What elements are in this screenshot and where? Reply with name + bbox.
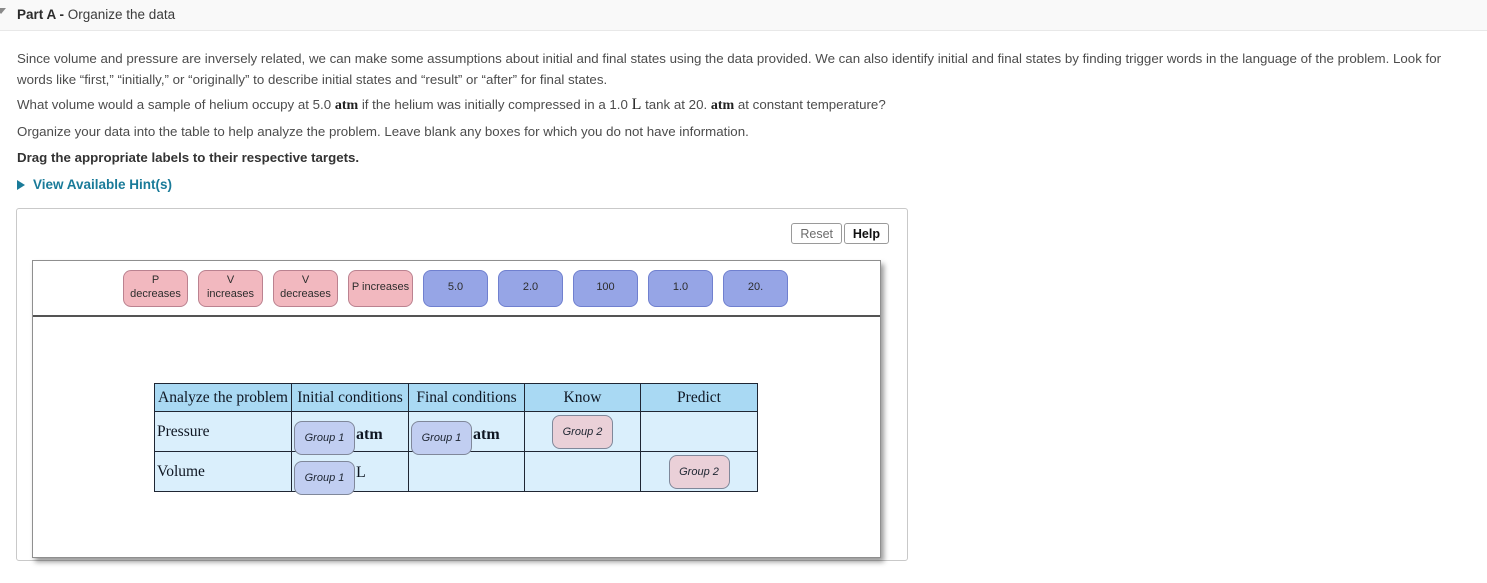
reset-button[interactable]: Reset: [791, 223, 842, 244]
cell-volume-know: [524, 451, 641, 492]
part-title-text: Organize the data: [67, 7, 176, 22]
view-hints-link[interactable]: View Available Hint(s): [17, 177, 172, 192]
label-line: 2.0: [522, 281, 539, 294]
drag-label-p-increases[interactable]: P increases: [348, 269, 413, 307]
question-seg: if the helium was initially compressed i…: [358, 97, 632, 112]
drop-target-group1[interactable]: Group 1: [294, 460, 355, 495]
question-seg: What volume would a sample of helium occ…: [17, 97, 335, 112]
label-line: decreases: [130, 288, 181, 300]
unit-atm: atm: [473, 425, 500, 443]
label-line: 20.: [747, 281, 764, 294]
label-line: increases: [206, 288, 255, 300]
drag-instruction: Drag the appropriate labels to their res…: [17, 150, 360, 165]
page-title: Part A - Organize the data: [17, 7, 175, 22]
drag-label-v-increases[interactable]: V increases: [198, 269, 263, 307]
drag-label-2-0[interactable]: 2.0: [498, 269, 563, 307]
part-label: Part A -: [17, 7, 68, 22]
label-line: decreases: [280, 288, 331, 300]
unit-L: L: [356, 463, 366, 481]
view-hints-label: View Available Hint(s): [33, 177, 173, 192]
drag-label-20[interactable]: 20.: [723, 269, 788, 307]
unit-L: L: [631, 96, 642, 113]
analyze-table: Analyze the problem Initial conditions F…: [154, 383, 758, 495]
label-line: 5.0: [447, 281, 464, 294]
drag-label-v-decreases[interactable]: V decreases: [273, 269, 338, 307]
organize-instruction: Organize your data into the table to hel…: [17, 124, 749, 139]
label-line: P: [151, 274, 160, 287]
label-line: 100: [596, 281, 615, 294]
cell-volume-predict: Group 2: [640, 451, 758, 492]
cell-pressure-know: Group 2: [524, 411, 641, 452]
unit-atm: atm: [356, 425, 383, 443]
label-tray: P decreases V increases V decreases P in…: [33, 261, 880, 317]
label-line: V: [226, 274, 235, 287]
drag-drop-area: P decreases V increases V decreases P in…: [32, 260, 881, 558]
header-final: Final conditions: [408, 383, 525, 412]
cell-pressure-predict: [640, 411, 758, 452]
drop-target-group1[interactable]: Group 1: [411, 420, 472, 455]
part-header-bar: Part A - Organize the data: [0, 0, 1487, 31]
header-initial: Initial conditions: [291, 383, 409, 412]
label-line: P increases: [351, 281, 410, 294]
unit-atm: atm: [334, 98, 359, 113]
header-analyze: Analyze the problem: [154, 383, 292, 412]
collapse-caret-icon[interactable]: [0, 8, 6, 14]
drop-target-group2[interactable]: Group 2: [552, 414, 613, 449]
drag-label-p-decreases[interactable]: P decreases: [123, 269, 188, 307]
header-know: Know: [524, 383, 641, 412]
header-predict: Predict: [640, 383, 758, 412]
label-line: 1.0: [672, 281, 689, 294]
activity-panel: Reset Help P decreases V increases V dec…: [16, 208, 908, 561]
question-seg: tank at 20.: [641, 97, 711, 112]
cell-volume-final: [408, 451, 525, 492]
drag-label-5-0[interactable]: 5.0: [423, 269, 488, 307]
drop-target-group1[interactable]: Group 1: [294, 420, 355, 455]
drop-target-group2[interactable]: Group 2: [668, 454, 730, 489]
help-button[interactable]: Help: [843, 223, 889, 244]
row-label-pressure: Pressure: [154, 411, 292, 452]
unit-atm: atm: [710, 98, 735, 113]
play-triangle-icon: [17, 179, 25, 190]
drop-canvas: Analyze the problem Initial conditions F…: [33, 317, 880, 557]
question-text: What volume would a sample of helium occ…: [17, 92, 1417, 118]
table-header-row: Analyze the problem Initial conditions F…: [154, 383, 758, 412]
drag-label-100[interactable]: 100: [573, 269, 638, 307]
drag-label-1-0[interactable]: 1.0: [648, 269, 713, 307]
row-label-volume: Volume: [154, 451, 292, 492]
intro-paragraph: Since volume and pressure are inversely …: [17, 51, 1442, 88]
question-seg: at constant temperature?: [734, 97, 886, 112]
label-line: V: [301, 274, 310, 287]
